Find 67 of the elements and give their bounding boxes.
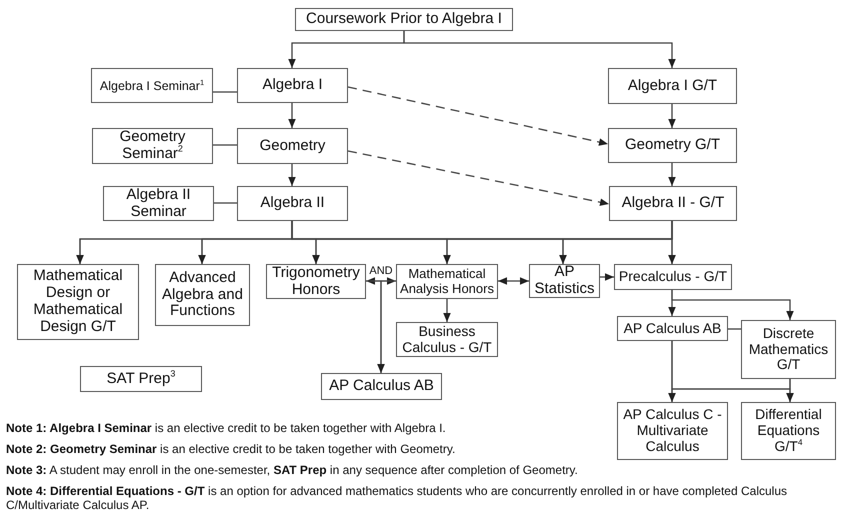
arrow: [671, 290, 794, 320]
course-box: [321, 373, 442, 400]
course-name: Business Calculus - G/T: [401, 324, 493, 356]
course-name: Algebra II Seminar: [125, 186, 192, 220]
arrow: [498, 277, 529, 285]
course-box: [608, 128, 737, 163]
course-name: Algebra I G/T: [628, 78, 718, 94]
course-name: Geometry: [260, 138, 326, 154]
start-box: [295, 8, 513, 31]
footnote: Note 3: A student may enroll in the one-semester, SAT Prep in any sequence after completion of Geometry.: [6, 463, 579, 477]
course-box: [237, 128, 348, 164]
course-box: [17, 264, 139, 340]
arrow: [668, 104, 676, 128]
course-box: [741, 402, 836, 460]
dashed-arrow: [348, 150, 610, 206]
course-name: AP Calculus AB: [329, 378, 434, 395]
course-name: Mathematical Analysis Honors: [400, 266, 494, 296]
arrow: [668, 163, 676, 186]
course-box: [396, 322, 498, 357]
course-name: AP Calculus AB: [624, 320, 722, 336]
course-name: Mathematical Design or Mathematical Design G/T: [32, 268, 124, 336]
arrow: [366, 277, 396, 285]
course-box: [92, 128, 213, 164]
connector-line: [728, 328, 741, 330]
arrow: [668, 221, 676, 264]
course-name: Algebra I: [262, 77, 323, 94]
course-box: [91, 68, 213, 103]
course-name: SAT Prep$^{3}$: [106, 370, 176, 388]
course-name: Coursework Prior to Algebra I: [306, 11, 502, 28]
course-name: Precalculus - G/T: [618, 269, 728, 285]
footnote: Note 1: Algebra I Seminar is an elective credit to be taken together with Algebra I.: [6, 421, 447, 435]
course-name: Discrete Mathematics G/T: [748, 326, 830, 373]
course-name: Algebra II - G/T: [622, 195, 724, 212]
course-box: [617, 402, 728, 460]
arrow: [377, 280, 396, 373]
edge-label: AND: [368, 265, 394, 277]
course-name: Advanced Algebra and Functions: [161, 270, 244, 320]
connector-line: [214, 202, 237, 204]
course-box: [155, 264, 250, 326]
arrow: [786, 379, 794, 402]
footnote: Note 2: Geometry Seminar is an elective credit to be taken together with Geometry.: [6, 442, 456, 456]
course-name: Geometry G/T: [624, 137, 720, 154]
course-box: [609, 186, 737, 221]
course-name: AP Calculus C - Multivariate Calculus: [622, 407, 723, 454]
course-name: Algebra I Seminar$^{1}$: [100, 78, 204, 92]
course-name: Geometry Seminar$^{2}$: [118, 129, 186, 163]
course-name: Differential Equations G/T$^{4}$: [754, 407, 823, 454]
arrow: [288, 164, 296, 186]
course-box: [614, 264, 732, 290]
course-box: [608, 68, 737, 104]
course-box: [237, 68, 348, 103]
connector-line: [213, 91, 237, 93]
course-box: [237, 186, 348, 221]
dashed-arrow: [348, 86, 608, 146]
course-box: [617, 316, 728, 341]
arrow: [403, 31, 676, 68]
arrow: [443, 299, 451, 322]
arrow: [288, 103, 296, 128]
course-box: [741, 320, 836, 379]
course-box: [80, 366, 202, 392]
course-box: [103, 186, 214, 221]
course-name: Algebra II: [260, 195, 325, 212]
connector-line: [213, 144, 237, 146]
arrow: [600, 273, 614, 281]
course-name: Trigonometry Honors: [271, 264, 361, 298]
footnote: Note 4: Differential Equations - G/T is an option for advanced mathematics students who are concurrently enrolled in or have completed Calculus C/Multivariate Calculus AP.: [6, 484, 788, 512]
course-name: AP Statistics: [533, 264, 596, 298]
